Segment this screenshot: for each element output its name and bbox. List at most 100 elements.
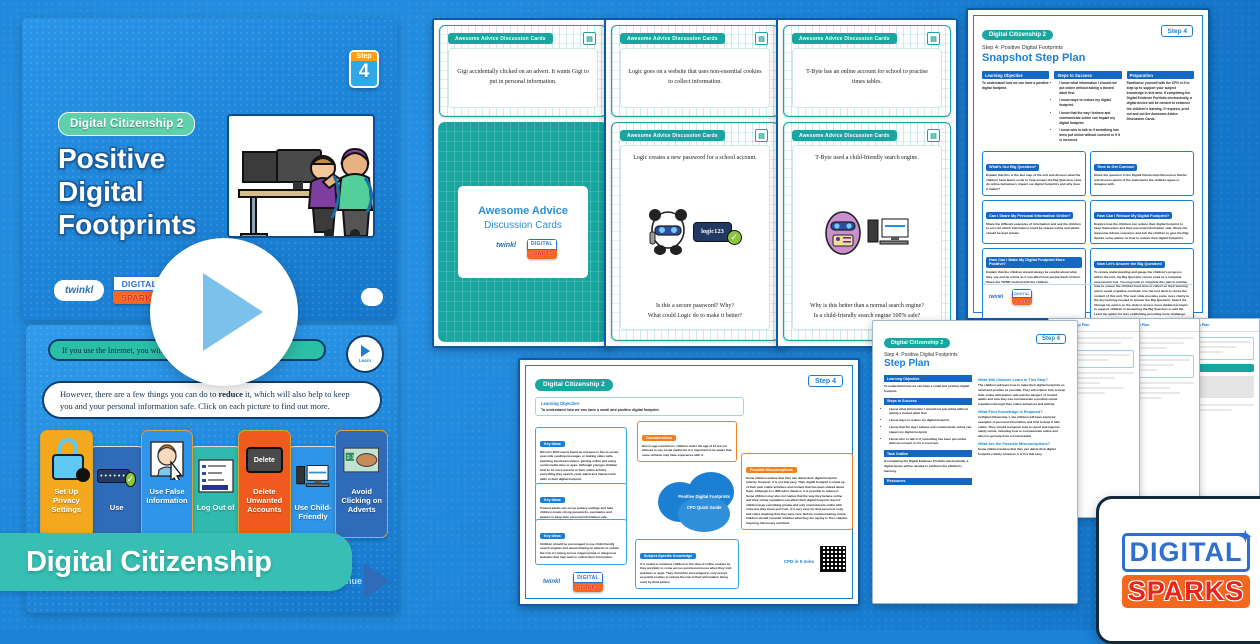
card-question-1: Why is this better than a normal search … <box>810 302 924 309</box>
box-header: How Can I Reduce My Digital Footprint? <box>1094 212 1173 220</box>
box-text: Explain that the children should always … <box>986 270 1081 284</box>
box-header: Possible Misconceptions <box>746 466 797 473</box>
snapshot-unit-chip: Digital Citizenship 2 <box>982 30 1054 40</box>
digital-sparks-digital-text: DIGITAL <box>573 572 604 583</box>
activity-box-reduce-footprint: How Can I Reduce My Digital Footprint? E… <box>1090 199 1194 245</box>
section-text: If completing the Digital Evidence Portf… <box>884 459 969 473</box>
page-header-title: Step Plan <box>1192 323 1210 327</box>
section-list: I know what information I should not put… <box>884 407 972 447</box>
cpd-in-5-label: CPD in 5 mins <box>783 559 814 564</box>
tile-child-friendly-search[interactable]: Use Child-Friendly <box>286 446 340 538</box>
play-button[interactable] <box>150 238 298 386</box>
tile-avoid-adverts[interactable]: 2-1 Avoid Clicking on Adverts <box>335 430 389 538</box>
activity-box-answer-question: Now Let's Answer the Big Question! To re… <box>1090 248 1194 318</box>
box-header: Can I Share My Personal Information Onli… <box>986 212 1074 220</box>
snapshot-step-plan-document[interactable]: Step 4 Digital Citizenship 2 Step 4: Pos… <box>966 8 1210 320</box>
continue-button[interactable]: tinue <box>341 563 390 599</box>
step-plan-page: Step 4 Digital Citizenship 2 Step 4: Pos… <box>877 325 1073 599</box>
column-text: Familiarise yourself with the CPD in 5 t… <box>1126 81 1193 121</box>
card-text: Gigi accidentally clicked on an advert. … <box>448 48 598 108</box>
digital-sparks-sparks-text: SPARKS <box>526 249 557 259</box>
children-at-computer-icon <box>229 116 373 236</box>
activity-box-more-positive: How Can I Make My Digital Footprint More… <box>982 248 1086 318</box>
advert-icon: 2-1 <box>343 438 380 482</box>
box-text: Due to age restrictions, children under … <box>642 443 732 457</box>
box-header: Key Ideas <box>540 440 565 447</box>
qr-code[interactable] <box>820 546 846 572</box>
plan-subtitle: Step 4: Positive Digital Footprints <box>884 352 958 358</box>
digital-sparks-logo: DIGITAL SPARKS <box>526 238 557 259</box>
tile-privacy-settings[interactable]: Set Up Privacy Settings <box>40 430 93 538</box>
password-example: logic123 <box>693 221 732 243</box>
tbyte-robot-icon <box>824 211 861 255</box>
card-question-2: What could Logic do to make it better? <box>647 312 743 319</box>
step-plan-document[interactable]: Step 4 Digital Citizenship 2 Step 4: Pos… <box>872 320 1078 604</box>
digital-sparks-digital-text: DIGITAL <box>526 238 557 250</box>
tile-label: Use False Information <box>146 487 188 506</box>
footer-divider <box>984 284 1192 285</box>
considerations-box: Considerations Due to age restrictions, … <box>637 420 737 462</box>
discussion-cards-sheet-2[interactable]: Awesome Advice Discussion Cards ▤ Logic … <box>604 18 786 348</box>
column-header: Preparation <box>1126 71 1194 79</box>
card-question-1: Is this a secure password? Why? <box>655 302 735 309</box>
card-header: Awesome Advice Discussion Cards <box>620 130 725 141</box>
title-slide-logos: twinkl DIGITAL SPARKS <box>54 276 166 304</box>
plan-left-column: Learning Objective To understand how we … <box>884 375 972 487</box>
instruction-part-2: it, which will also help to keep you and… <box>60 389 350 412</box>
discussion-card-password: Awesome Advice Discussion Cards ▤ Logic … <box>611 122 779 341</box>
sheet-page: Awesome Advice Discussion Cards ▤ Logic … <box>606 20 784 346</box>
tile-log-out[interactable]: Log Out of <box>189 446 243 538</box>
box-text: Trusted adults can set up privacy settin… <box>540 505 614 519</box>
panda-robot-icon <box>649 209 688 256</box>
avatar-face-icon <box>149 438 185 482</box>
success-item: I know that the way I behave and communi… <box>1059 111 1121 126</box>
discussion-card-gigi: Awesome Advice Discussion Cards ▤ Gigi a… <box>439 25 607 117</box>
plan-title: Step Plan <box>884 358 930 369</box>
subject-knowledge-box: Subject-Specific Knowledge It is useful … <box>635 538 739 589</box>
success-item: I know that the way I behave and communi… <box>889 425 972 435</box>
continue-arrow-icon <box>364 563 390 599</box>
box-text: Explain that this is the last step of th… <box>986 173 1082 192</box>
success-item: I know what information I should not put… <box>889 407 972 417</box>
card-header: Awesome Advice Discussion Cards <box>792 130 897 141</box>
snapshot-column-objective: Learning Objective To understand how we … <box>982 71 1050 145</box>
bottom-banner: Digital Citizenship <box>0 533 352 591</box>
twinkl-logo: twinkl <box>536 576 568 588</box>
tile-label: Log Out of <box>196 503 235 512</box>
sheet-page: Awesome Advice Discussion Cards ▤ Gigi a… <box>434 20 612 346</box>
cpd-quick-guide-document[interactable]: Step 4 Digital Citizenship 2 Learning Ob… <box>518 358 860 606</box>
computer-icon <box>295 454 331 498</box>
page-header-title: Step Plan <box>1072 323 1090 327</box>
banner-title: Digital Citizenship <box>26 545 272 578</box>
digital-sparks-digital-text: DIGITAL <box>1012 289 1033 298</box>
activity-box-get-curious: Time to Get Curious! Share the question … <box>1090 151 1194 196</box>
play-triangle-icon <box>203 273 263 351</box>
digital-sparks-brand-tile[interactable]: DIGITAL✦ SPARKS <box>1096 496 1260 644</box>
discussion-cards-sheet-3[interactable]: Awesome Advice Discussion Cards ▤ T-Byte… <box>776 18 958 348</box>
digital-sparks-big-logo: DIGITAL✦ SPARKS <box>1122 529 1252 608</box>
tile-delete-accounts[interactable]: Delete Delete Unwanted Accounts <box>238 430 291 538</box>
instruction-part-1: However, there are a few things you can … <box>60 389 219 399</box>
card-chip-icon: ▤ <box>755 129 768 142</box>
discussion-cards-sheet-1[interactable]: Awesome Advice Discussion Cards ▤ Gigi a… <box>432 18 614 348</box>
box-header: Time to Get Curious! <box>1094 163 1138 171</box>
success-item: I know who to talk to if something has b… <box>889 437 972 447</box>
digital-sparks-logo: DIGITAL SPARKS <box>573 572 604 592</box>
svg-text:2-1: 2-1 <box>347 455 355 461</box>
tile-strong-passwords[interactable]: ••••••✓ Use <box>88 446 145 538</box>
cloud-line-1: Positive Digital Footprints <box>678 494 731 500</box>
central-cloud: Positive Digital Footprints CPD Quick Gu… <box>658 471 750 534</box>
plan-step-badge: Step 4 <box>1035 334 1066 344</box>
title-slide-thumbnail[interactable]: Step 4 Digital Citizenship 2 Positive Di… <box>22 18 397 320</box>
box-header: Considerations <box>642 434 677 441</box>
box-text: To review understanding and gauge the ch… <box>1094 270 1190 317</box>
success-item: I know what information I should not put… <box>1059 81 1121 96</box>
section-header: What Prior Knowledge Is Required? <box>978 409 1043 414</box>
box-text: Explore how the children can reduce thei… <box>1094 221 1189 240</box>
snapshot-columns: Learning Objective To understand how we … <box>982 71 1194 145</box>
page-teal-bar <box>1174 364 1254 372</box>
cloud-lobe <box>678 495 731 532</box>
tile-false-information[interactable]: Use False Information <box>140 430 194 538</box>
learn-icon[interactable]: Learn <box>346 335 384 373</box>
card-chip-icon: ▤ <box>583 32 596 45</box>
